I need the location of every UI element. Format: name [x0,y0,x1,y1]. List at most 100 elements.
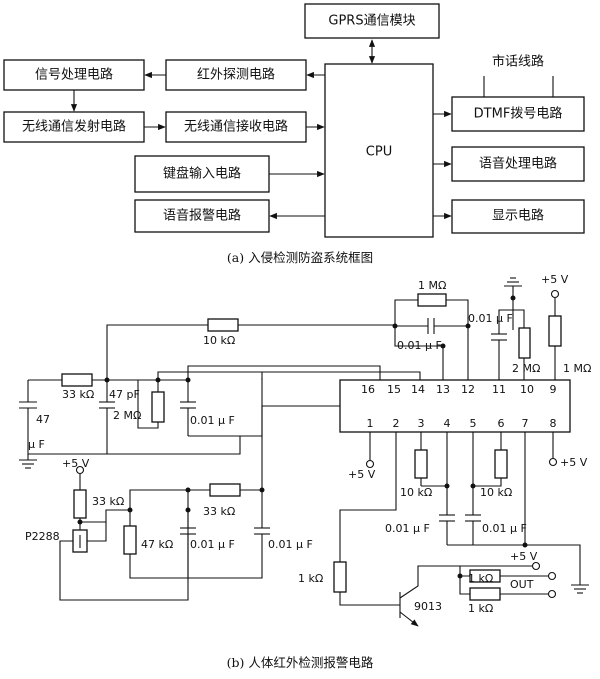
resistor-10k-top [207,318,239,332]
resistor-33k-left [61,373,93,387]
out-terminal-2-icon [547,589,557,599]
caption-b: (b) 人体红外检测报警电路 [227,655,374,670]
label-c-47uf-unit: μ F [28,438,45,451]
signal-label: 信号处理电路 [35,67,113,83]
resistor-10k-a [414,449,428,479]
pin-5: 5 [470,417,477,430]
label-r-33k-mid: 33 kΩ [203,505,235,518]
label-r-1k-base: 1 kΩ [298,572,323,585]
label-r-1m-top: 1 MΩ [418,279,446,292]
label-r-2m-left: 2 MΩ [113,409,141,422]
phone-line-label: 市话线路 [492,54,544,70]
voice-alarm-label: 语音报警电路 [163,208,241,224]
pin-7: 7 [522,417,529,430]
label-r-2m-right: 2 MΩ [512,362,540,375]
block-diagram: GPRS通信模块 信号处理电路 红外探测电路 无线通信发射电路 无线通信接收电路… [3,3,585,265]
label-r-47k: 47 kΩ [141,538,173,551]
vcc-pin8-icon [548,457,558,467]
pin-1: 1 [367,417,374,430]
vcc-top-icon [550,289,560,299]
wireless-rx-label: 无线通信接收电路 [184,119,288,135]
output-stage: 1 kΩ 9013 +5 V 1 kΩ 1 kΩ OUT [298,432,557,627]
label-c-right: 0.01 μ F [468,312,513,325]
cpu-label: CPU [366,145,392,160]
pin-15: 15 [387,383,401,396]
pin-2: 2 [393,417,400,430]
label-r-33k-left: 33 kΩ [62,388,94,401]
label-r-10k-a: 10 kΩ [400,486,432,499]
label-r-10k-b: 10 kΩ [480,486,512,499]
label-r-10k-top: 10 kΩ [203,334,235,347]
resistor-1m-top [417,293,447,307]
sensor-network: +5 V 33 kΩ P2288 47 kΩ 33 kΩ [25,378,313,601]
label-r-1k-b: 1 kΩ [468,602,493,615]
resistor-10k-b [494,449,508,479]
pin-8: 8 [550,417,557,430]
label-vcc-left: +5 V [62,457,90,470]
pin-6: 6 [498,417,505,430]
label-c-b: 0.01 μ F [268,538,313,551]
label-c-top: 0.01 μ F [397,339,442,352]
label-r-33k-sensor: 33 kΩ [92,495,124,508]
pin-3: 3 [418,417,425,430]
pin-4: 4 [444,417,451,430]
resistor-2m-left [151,391,165,423]
pin-13: 13 [436,383,450,396]
wireless-rx-block: 无线通信接收电路 [165,111,307,143]
circuit-diagram: 16 15 14 13 12 11 10 9 1 2 3 4 5 6 7 8 [19,273,591,670]
resistor-2m-right [518,327,531,359]
gprs-label: GPRS通信模块 [328,14,415,29]
label-vcc-top: +5 V [541,273,569,286]
wireless-tx-label: 无线通信发射电路 [22,119,126,135]
resistor-47k [123,525,137,555]
gprs-block: GPRS通信模块 [304,3,440,39]
voice-proc-label: 语音处理电路 [479,156,557,172]
signal-block: 信号处理电路 [3,59,145,91]
ir-detect-label: 红外探测电路 [197,67,275,83]
vcc-left-icon [75,465,85,475]
caption-a: (a) 入侵检测防盗系统框图 [227,250,373,265]
input-network: 10 kΩ 33 kΩ 47 μ F 47 pF 2 MΩ [19,318,421,469]
label-vcc-pin8: +5 V [560,456,588,469]
display-label: 显示电路 [492,208,544,224]
resistor-33k-sensor [73,489,87,519]
label-transistor: 9013 [414,600,442,613]
pin-14: 14 [411,383,425,396]
pin-16: 16 [361,383,375,396]
pin-12: 12 [461,383,475,396]
vcc-bottom-icon [531,561,541,571]
label-r-1m-right: 1 MΩ [563,362,591,375]
right-top-network: 0.01 μ F +5 V 2 MΩ 1 MΩ [468,273,591,380]
label-vcc-bottom: +5 V [510,550,538,563]
out-terminal-1-icon [547,571,557,581]
dtmf-block: DTMF拨号电路 [451,96,585,132]
ir-detect-block: 红外探测电路 [165,59,307,91]
feedback-network: 1 MΩ 0.01 μ F [392,279,471,380]
pin-10: 10 [520,383,534,396]
ic-supply: +5 V +5 V [348,432,588,481]
timing-network: 10 kΩ 10 kΩ 0.01 μ F 0.01 μ F [385,432,589,594]
ic-pin-numbers: 16 15 14 13 12 11 10 9 1 2 3 4 5 6 7 8 [361,383,557,430]
pin-9: 9 [550,383,557,396]
wireless-tx-block: 无线通信发射电路 [3,111,145,143]
vcc-pin1-icon [365,459,375,469]
resistor-33k-mid [209,483,241,497]
label-c-47pf: 47 pF [109,388,140,401]
voice-proc-block: 语音处理电路 [451,146,585,182]
resistor-1k-base [333,561,347,593]
ic-chip [339,379,571,433]
label-c-47uf: 47 [36,413,50,426]
label-c-a: 0.01 μ F [190,538,235,551]
display-block: 显示电路 [451,199,585,234]
keyboard-block: 键盘输入电路 [134,155,270,193]
voice-alarm-block: 语音报警电路 [134,199,270,233]
label-vcc-pin1: +5 V [348,468,376,481]
label-c-mid: 0.01 μ F [190,414,235,427]
label-out: OUT [510,578,534,591]
keyboard-label: 键盘输入电路 [163,166,241,182]
pin-11: 11 [492,383,506,396]
label-sensor: P2288 [25,530,60,543]
resistor-1m-right [548,315,562,347]
label-c-c: 0.01 μ F [385,522,430,535]
